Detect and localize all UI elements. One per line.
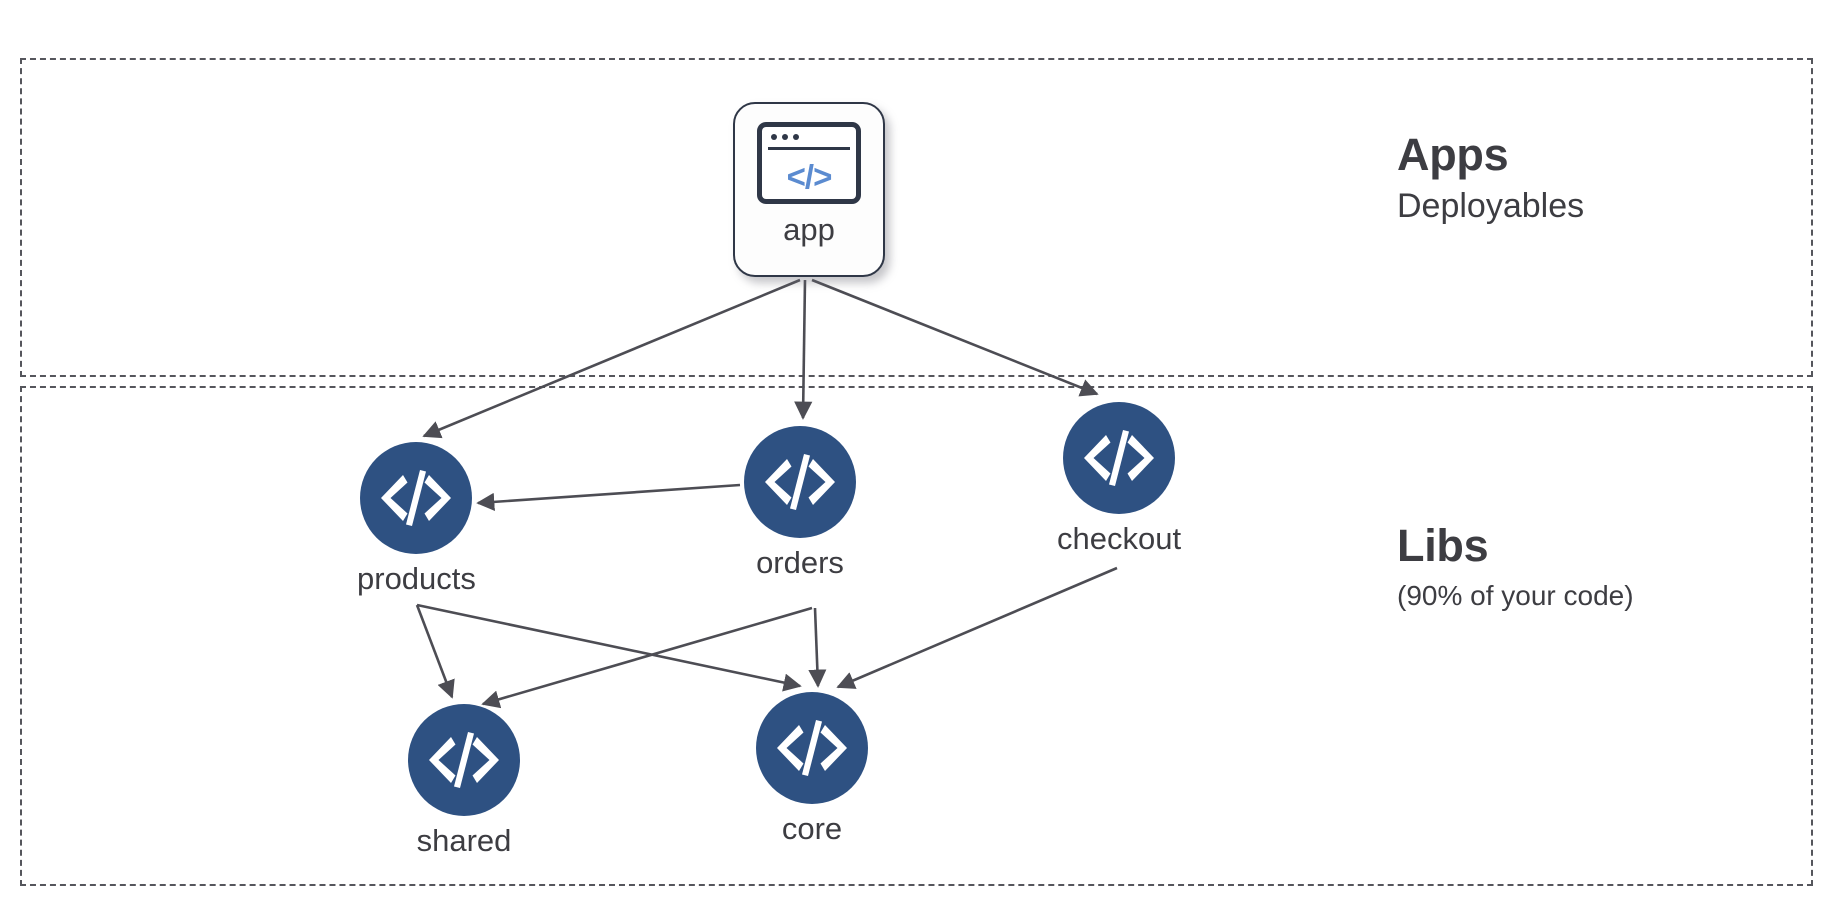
code-icon [744,426,856,538]
node-core[interactable]: core [756,692,868,849]
zone-libs-subtitle: (90% of your code) [1397,580,1634,611]
node-products-label: products [357,561,476,596]
node-app[interactable]: </> app [733,102,885,277]
code-icon [360,442,473,554]
node-checkout[interactable]: checkout [1057,402,1181,559]
node-orders[interactable]: orders [744,426,856,583]
node-shared[interactable]: shared [408,704,520,861]
zone-libs-title: Libs [1397,520,1489,571]
browser-window-code-icon: </> [757,122,861,204]
code-icon [756,692,868,804]
node-core-label: core [781,811,843,846]
window-dots-icon [771,134,799,140]
zone-libs-caption: Libs (90% of your code) [1397,519,1634,615]
zone-libs [20,386,1813,886]
node-orders-label: orders [756,545,844,580]
node-checkout-label: checkout [1057,521,1182,556]
code-glyph: </> [786,157,833,195]
node-app-label: app [783,212,835,247]
node-products[interactable]: products [357,442,476,599]
window-titlebar-divider [768,147,850,150]
code-icon [408,704,520,816]
zone-apps-title: Apps [1397,129,1509,180]
node-shared-label: shared [416,823,512,858]
zone-apps-subtitle: Deployables [1397,187,1585,225]
zone-apps-caption: Apps Deployables [1397,128,1584,228]
code-icon [1063,402,1176,514]
